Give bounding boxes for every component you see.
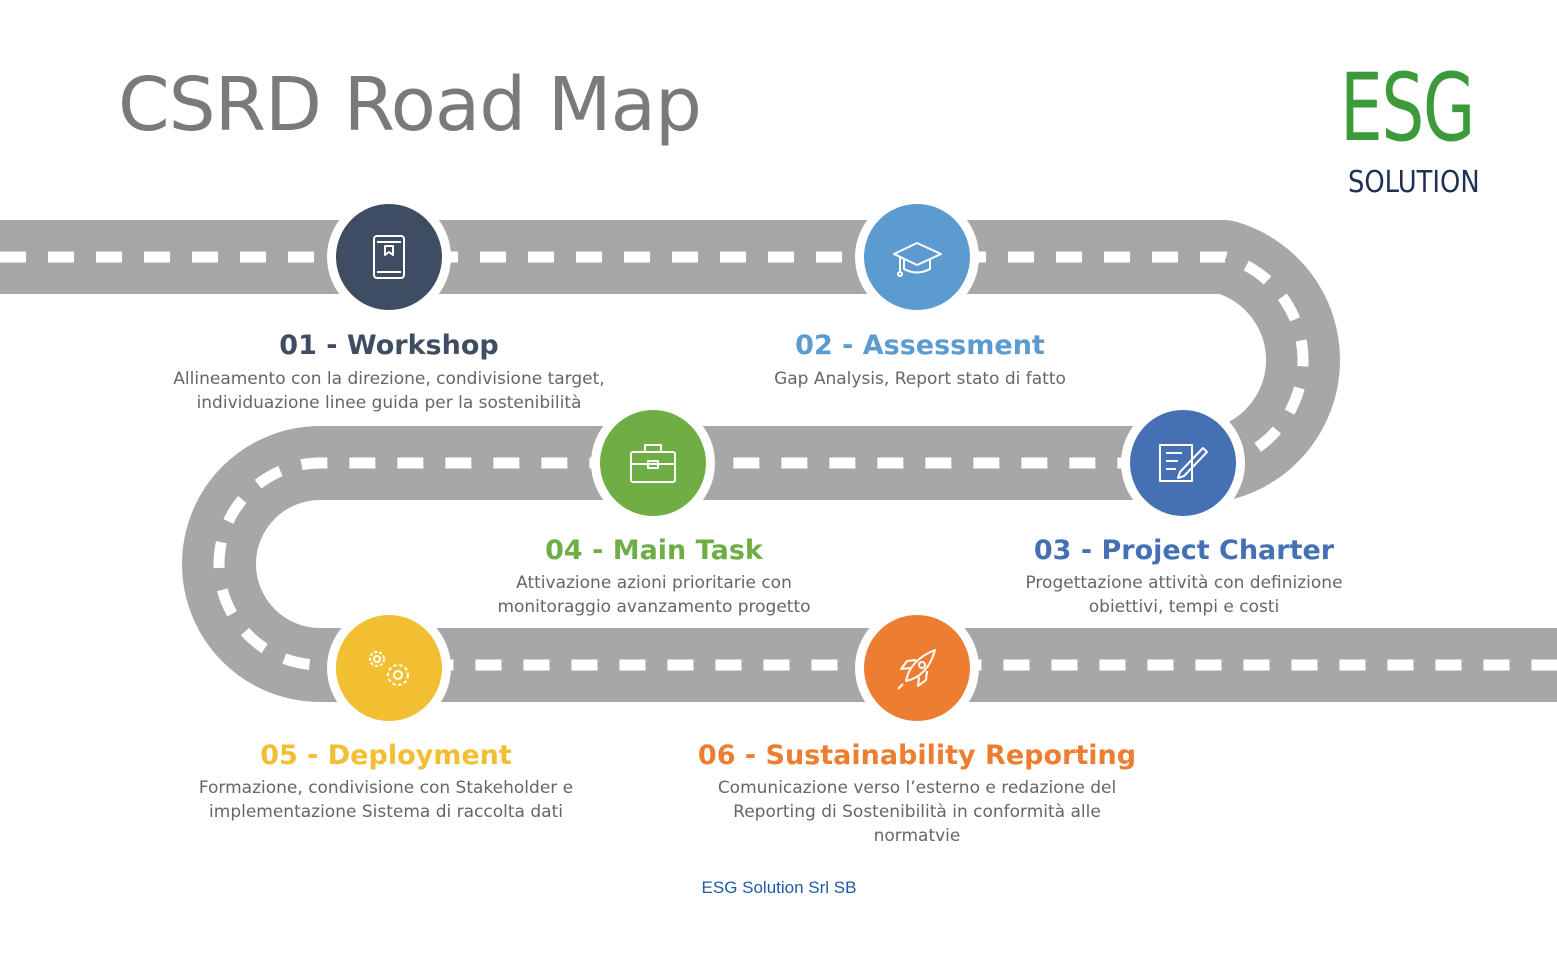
step-03-description-text: Progettazione attività con definizione o… [1025, 573, 1343, 617]
road [0, 220, 1557, 702]
graduation-cap-icon [893, 242, 942, 277]
logo-main-text: ESG [1340, 54, 1475, 163]
gears-icon [369, 651, 409, 686]
step-06-description: Comunicazione verso l’esterno e redazion… [682, 776, 1152, 848]
step-marker-03 [1121, 401, 1245, 525]
esg-solution-logo: ESG SOLUTION [1338, 62, 1508, 202]
step-05-title: 05 - Deployment [260, 740, 512, 771]
document-edit-icon [1159, 444, 1208, 482]
logo-sub-text: SOLUTION [1348, 165, 1480, 200]
step-06-description-text: Comunicazione verso l’esterno e redazion… [717, 778, 1117, 846]
step-02-title: 02 - Assessment [795, 330, 1045, 361]
step-marker-04 [591, 401, 715, 525]
step-01-description: Allineamento con la direzione, condivisi… [129, 367, 649, 415]
step-04-description-text: Attivazione azioni prioritarie con monit… [497, 573, 811, 617]
step-02-description-text: Gap Analysis, Report stato di fatto [774, 369, 1066, 389]
step-marker-01 [327, 195, 451, 319]
step-circle-05 [336, 615, 442, 721]
step-circle-06 [864, 615, 970, 721]
step-circle-01 [336, 204, 442, 310]
book-icon [373, 235, 405, 279]
step-05-description: Formazione, condivisione con Stakeholder… [156, 776, 616, 824]
footer-company-name: ESG Solution Srl SB [701, 878, 857, 897]
step-marker-06 [855, 606, 979, 730]
step-01-title: 01 - Workshop [279, 330, 499, 361]
briefcase-icon [630, 444, 676, 483]
step-marker-02 [855, 195, 979, 319]
step-05-description-text: Formazione, condivisione con Stakeholder… [198, 778, 574, 822]
step-03-description: Progettazione attività con definizione o… [974, 571, 1394, 619]
step-circle-03 [1130, 410, 1236, 516]
step-marker-05 [327, 606, 451, 730]
step-03-title: 03 - Project Charter [1033, 535, 1335, 566]
rocket-icon [897, 649, 936, 690]
step-04-title: 04 - Main Task [545, 535, 763, 566]
step-06-title: 06 - Sustainability Reporting [697, 740, 1137, 771]
step-02-description: Gap Analysis, Report stato di fatto [710, 367, 1130, 391]
step-01-description-text: Allineamento con la direzione, condivisi… [173, 369, 605, 413]
step-circle-02 [864, 204, 970, 310]
step-04-description: Attivazione azioni prioritarie con monit… [444, 571, 864, 619]
page-title: CSRD Road Map [118, 62, 702, 148]
